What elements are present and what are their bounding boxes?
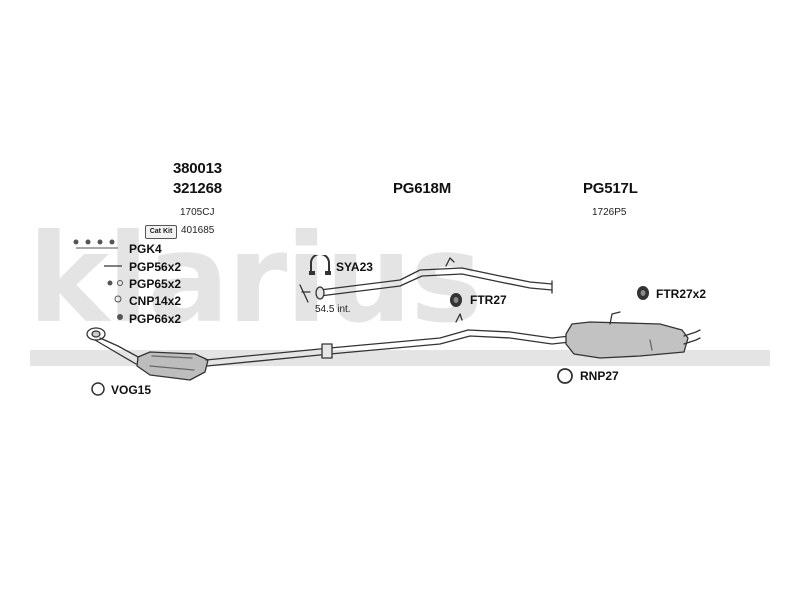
hanger-ring-icon	[557, 368, 573, 384]
gasket-ring-icon	[91, 382, 105, 396]
cat-sub-code: 1705CJ	[180, 207, 215, 218]
fitting-label-1: PGK4	[129, 242, 162, 256]
gasket-label: VOG15	[111, 383, 152, 397]
cat-kit-badge: Cat Kit	[145, 225, 177, 239]
catalytic-converter	[136, 351, 209, 381]
fittings-icons	[73, 239, 123, 320]
clamp-label: SYA23	[336, 260, 373, 274]
rear-silencer	[565, 321, 689, 359]
pipe-joint	[321, 343, 333, 359]
rubber-mount-icon	[450, 293, 462, 307]
fitting-label-5: PGP66x2	[129, 312, 182, 326]
rubber-mount-rear-icon	[637, 286, 649, 300]
rear-sub-code: 1726P5	[592, 207, 627, 218]
mount-rear-label: FTR27x2	[656, 287, 707, 301]
middle-part-number: PG618M	[393, 180, 451, 197]
rear-part-number: PG517L	[583, 180, 638, 197]
fitting-label-4: CNP14x2	[129, 294, 182, 308]
fitting-label-2: PGP56x2	[129, 260, 182, 274]
cat-kit-number: 401685	[181, 225, 215, 236]
clamp-note: 54.5 int.	[315, 304, 351, 315]
stud-icon	[117, 314, 123, 320]
cat-part-number-1: 380013	[173, 160, 222, 177]
fitting-label-3: PGP65x2	[129, 277, 182, 291]
tailpipe	[683, 329, 701, 345]
mount-middle-label: FTR27	[470, 293, 507, 307]
front-pipe	[94, 337, 141, 365]
measure-line	[299, 284, 311, 303]
middle-pipe	[319, 267, 553, 297]
brand-watermark: klarius	[28, 208, 483, 350]
clamp-icon	[309, 255, 331, 275]
rear-ring-label: RNP27	[580, 369, 619, 383]
bolt-icon	[73, 239, 118, 249]
intermediate-pipe	[205, 329, 571, 367]
clip-icon	[107, 280, 123, 286]
nut-icon	[114, 295, 122, 303]
cat-part-number-2: 321268	[173, 180, 222, 197]
